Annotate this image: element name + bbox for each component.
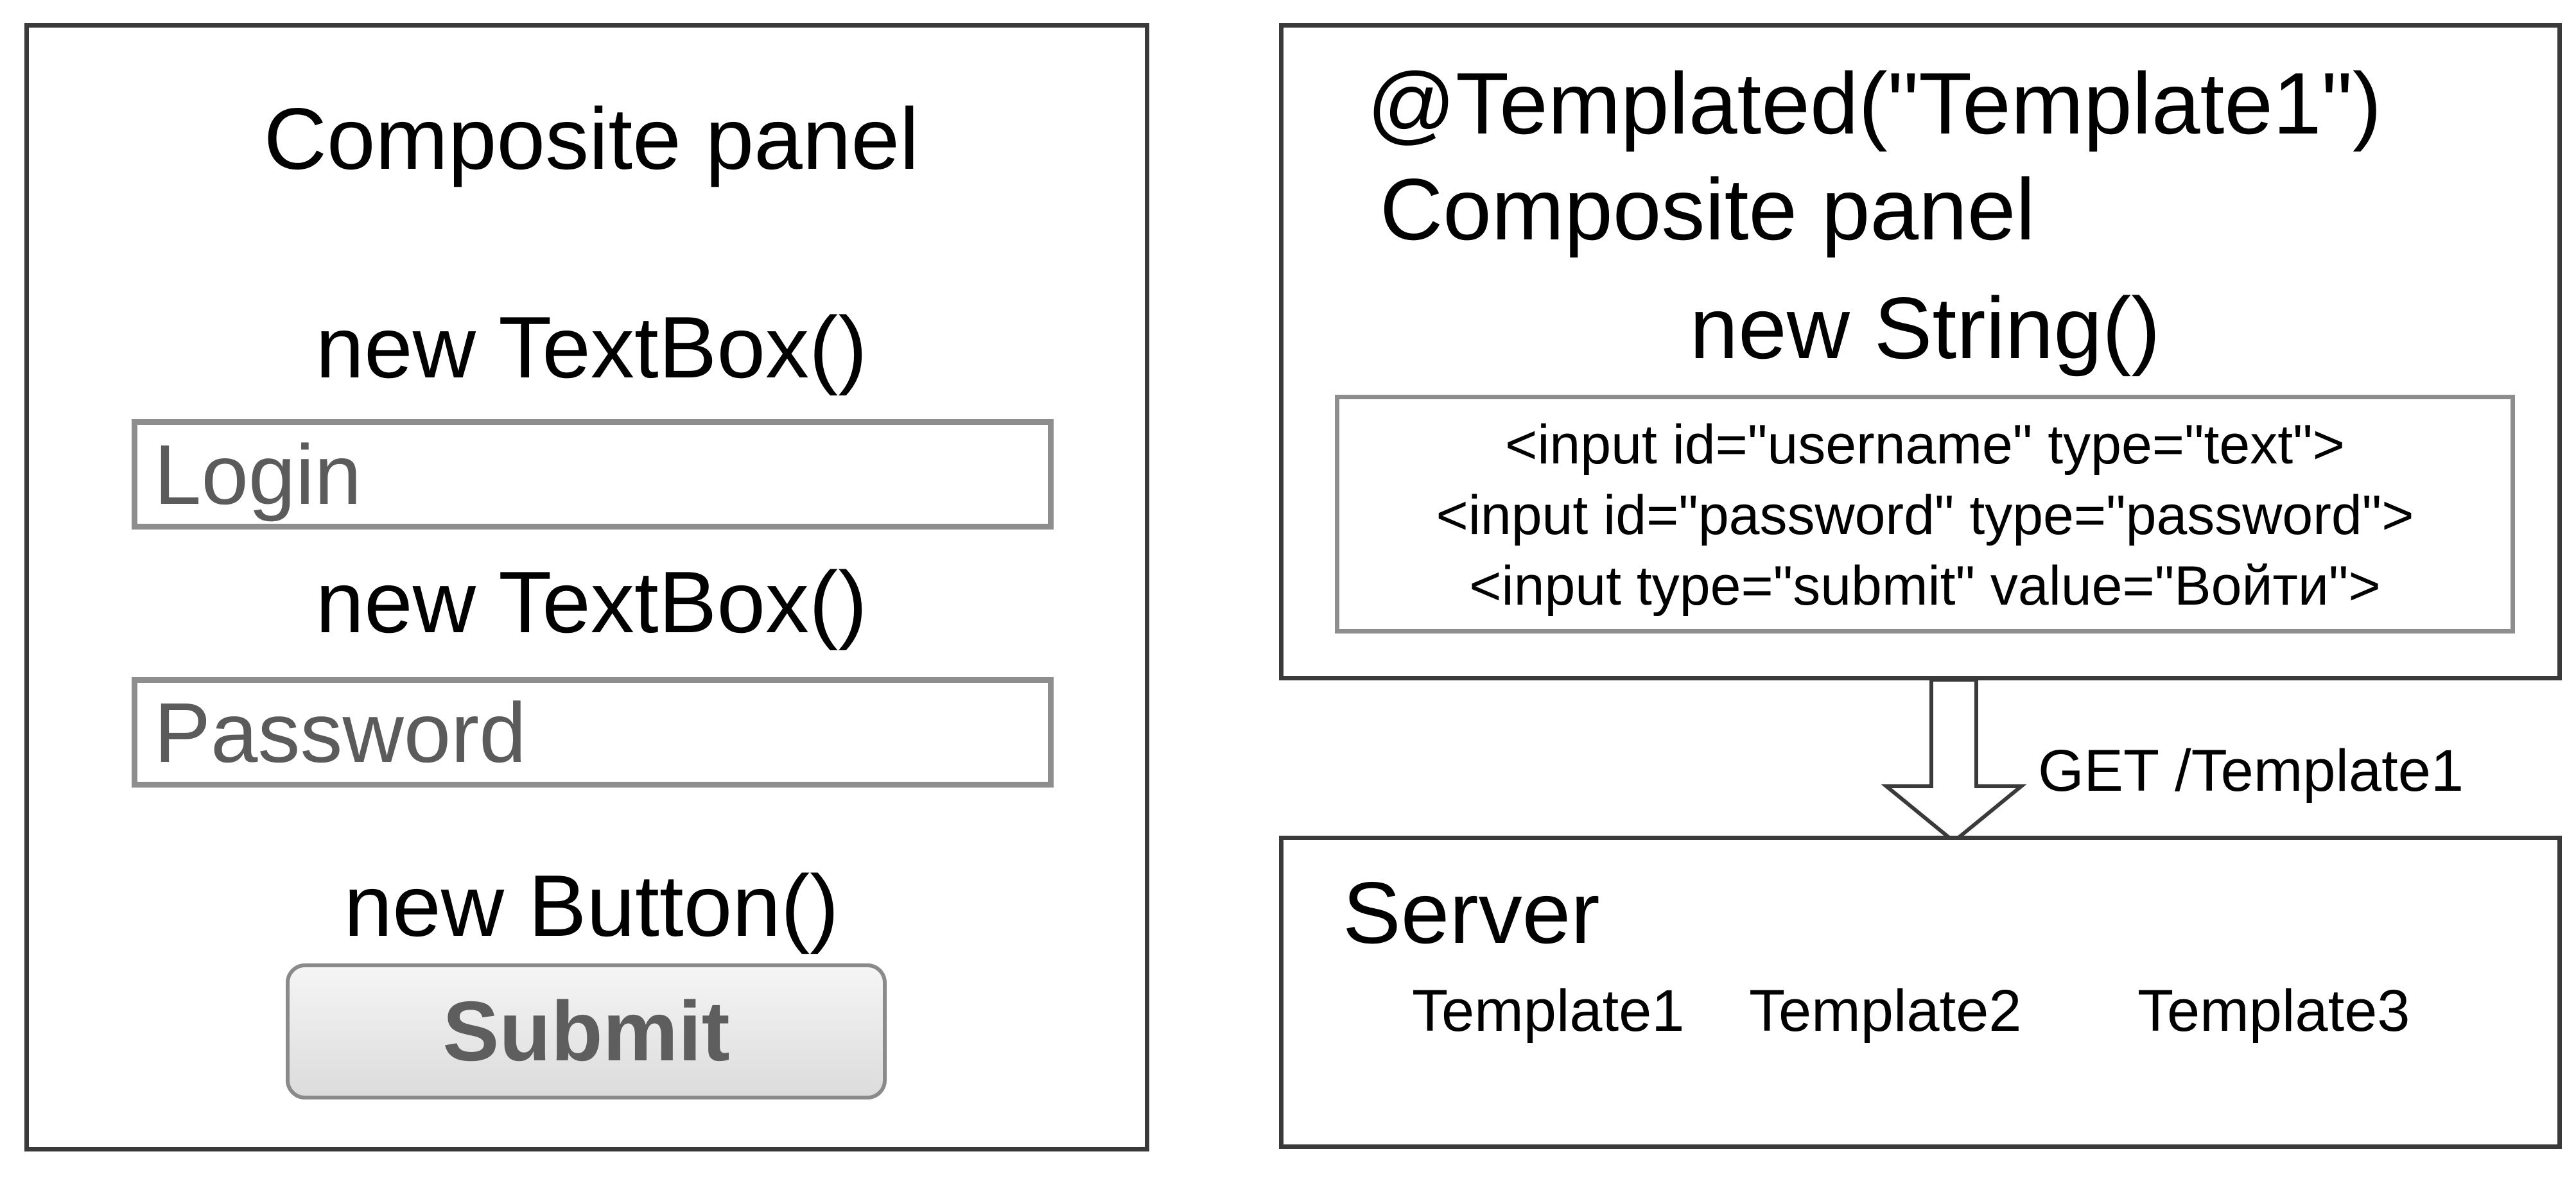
template-item-3: Template3 <box>2137 978 2410 1044</box>
templated-annotation: @Templated("Template1") <box>1367 55 2382 152</box>
get-request-label: GET /Template1 <box>2038 738 2464 804</box>
login-field[interactable]: Login <box>132 419 1054 530</box>
password-field-text: Password <box>154 685 527 780</box>
composite-panel-left: Composite panel new TextBox() Login new … <box>24 23 1149 1151</box>
html-line-password: <input id="password" type="password"> <box>1436 485 2414 546</box>
password-field[interactable]: Password <box>132 677 1054 788</box>
template-item-2: Template2 <box>1749 978 2022 1044</box>
button-label: new Button() <box>344 857 839 954</box>
down-arrow-icon <box>1881 678 2027 844</box>
server-panel: Server Template1 Template2 Template3 <box>1279 836 2562 1149</box>
textbox-login-label: new TextBox() <box>315 298 867 396</box>
html-template-box: <input id="username" type="text"> <input… <box>1335 395 2515 634</box>
left-panel-title: Composite panel <box>263 90 919 187</box>
html-line-submit: <input type="submit" value="Войти"> <box>1469 555 2381 617</box>
textbox-password-label: new TextBox() <box>315 553 867 651</box>
html-line-username: <input id="username" type="text"> <box>1505 414 2345 476</box>
template-item-1: Template1 <box>1412 978 1685 1044</box>
server-title: Server <box>1343 864 1600 961</box>
login-field-text: Login <box>154 427 361 522</box>
templated-panel-title: Composite panel <box>1380 160 2035 258</box>
templated-composite-panel: @Templated("Template1") Composite panel … <box>1279 23 2562 680</box>
string-label: new String() <box>1689 279 2161 377</box>
submit-button[interactable]: Submit <box>286 963 887 1099</box>
